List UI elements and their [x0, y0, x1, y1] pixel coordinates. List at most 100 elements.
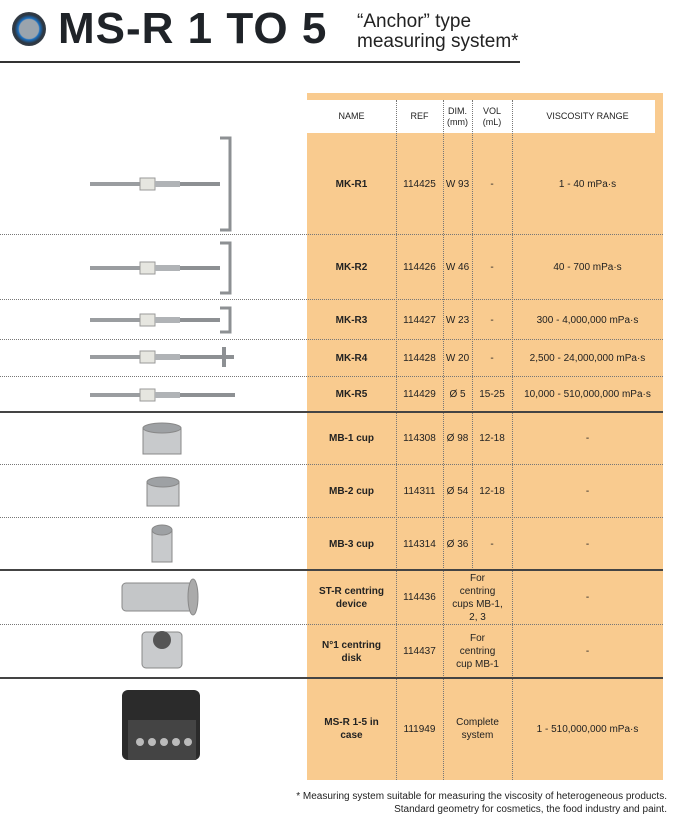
spindle-shaft — [180, 355, 220, 359]
row-divider — [0, 234, 663, 235]
viscosity-range: - — [585, 538, 590, 550]
spindle-shaft — [90, 182, 140, 186]
product-note: Complete system — [456, 717, 499, 741]
viscosity-range: 1 - 40 mPa·s — [558, 178, 617, 190]
product-name: MK-R3 — [335, 314, 368, 326]
product-dim: Ø 54 — [446, 486, 469, 497]
product-vol: - — [490, 314, 494, 326]
product-vol: 15-25 — [479, 389, 505, 400]
product-name: N°1 centring disk — [321, 639, 381, 664]
table-background — [307, 93, 663, 780]
product-name: MK-R5 — [335, 389, 368, 400]
product-note: For centring cup MB-1 — [456, 633, 499, 670]
product-name: MS-R 1-5 in case — [324, 717, 379, 741]
spindle-coupling — [139, 350, 156, 364]
product-name: MB-1 cup — [329, 433, 374, 444]
subtitle-line: “Anchor” type — [357, 11, 472, 32]
spindle-coupling — [139, 261, 156, 275]
product-vol: - — [490, 178, 494, 190]
spindle-shaft — [90, 393, 140, 397]
product-dim: W 23 — [445, 314, 470, 326]
anchor-paddle — [220, 241, 232, 295]
product-dim: W 20 — [445, 353, 470, 364]
viscosity-range: - — [585, 592, 590, 603]
column-divider — [472, 100, 473, 570]
product-ref: 114427 — [403, 314, 436, 326]
spindle-shaft — [90, 355, 140, 359]
product-vol: - — [490, 262, 494, 273]
product-dim: W 93 — [445, 178, 470, 190]
row-divider — [0, 376, 663, 377]
spindle-coupling — [139, 388, 156, 402]
product-dim: Ø 98 — [446, 433, 469, 444]
table-header — [307, 100, 655, 133]
column-header: VISCOSITY RANGE — [546, 111, 629, 121]
product-ref: 114426 — [403, 262, 436, 273]
anchor-paddle — [220, 136, 232, 232]
brand-logo-icon — [12, 12, 46, 46]
spindle-shaft — [155, 317, 180, 323]
title-rule — [0, 61, 520, 63]
product-vol: - — [490, 353, 494, 364]
product-name: MB-2 cup — [329, 486, 374, 497]
product-name: ST-R centring device — [318, 585, 384, 610]
centring-disk-hole — [153, 631, 171, 649]
footnote-line: * Measuring system suitable for measurin… — [296, 791, 667, 802]
viscosity-range: - — [585, 486, 590, 497]
viscosity-range: 1 - 510,000,000 mPa·s — [536, 723, 639, 735]
spindle-coupling — [139, 177, 156, 191]
product-vol: 12-18 — [479, 486, 505, 497]
row-divider — [0, 624, 663, 625]
viscosity-range: 2,500 - 24,000,000 mPa·s — [529, 353, 646, 364]
product-ref: 114314 — [403, 538, 436, 550]
footnote-line: Standard geometry for cosmetics, the foo… — [394, 804, 667, 815]
product-ref: 111949 — [403, 723, 436, 735]
spindle-coupling — [139, 313, 156, 327]
column-divider — [396, 100, 397, 780]
row-divider — [0, 569, 663, 571]
product-note: For centring cups MB-1, 2, 3 — [452, 572, 503, 623]
product-dim: W 46 — [445, 262, 470, 273]
row-divider — [0, 339, 663, 340]
product-vol: 12-18 — [479, 433, 505, 444]
row-divider — [0, 464, 663, 465]
product-name: MB-3 cup — [329, 538, 374, 550]
column-header: REF — [410, 111, 429, 121]
case-part — [172, 738, 180, 746]
product-ref: 114429 — [403, 389, 436, 400]
product-dim: Ø 5 — [449, 389, 466, 400]
cross-paddle — [212, 355, 234, 359]
case-part — [160, 738, 168, 746]
product-ref: 114428 — [403, 353, 436, 364]
column-divider — [512, 100, 513, 780]
column-header: DIM. (mm) — [447, 105, 468, 127]
viscosity-range: 300 - 4,000,000 mPa·s — [536, 314, 639, 326]
footnote: * Measuring system suitable for measurin… — [296, 790, 667, 816]
case-part — [136, 738, 144, 746]
spindle-shaft — [155, 392, 180, 398]
spindle-shaft — [90, 266, 140, 270]
product-dim: Ø 36 — [446, 538, 469, 550]
anchor-paddle — [220, 306, 232, 334]
row-divider — [0, 299, 663, 300]
case-part — [184, 738, 192, 746]
spindle-shaft — [155, 265, 180, 271]
column-divider — [443, 100, 444, 780]
row-divider — [0, 677, 663, 679]
product-ref: 114311 — [403, 486, 436, 497]
spindle-shaft — [155, 354, 180, 360]
product-vol: - — [490, 538, 494, 550]
mb1-cup-rim — [142, 422, 182, 434]
spindle-shaft — [180, 266, 220, 270]
column-header: NAME — [338, 111, 365, 121]
row-divider — [0, 517, 663, 518]
mb1-cup — [142, 427, 182, 455]
viscosity-range: - — [585, 433, 590, 444]
spindle-shaft — [90, 318, 140, 322]
spindle-shaft — [180, 393, 235, 397]
product-ref: 114436 — [403, 592, 436, 603]
row-divider — [0, 411, 663, 413]
spindle-shaft — [180, 182, 220, 186]
